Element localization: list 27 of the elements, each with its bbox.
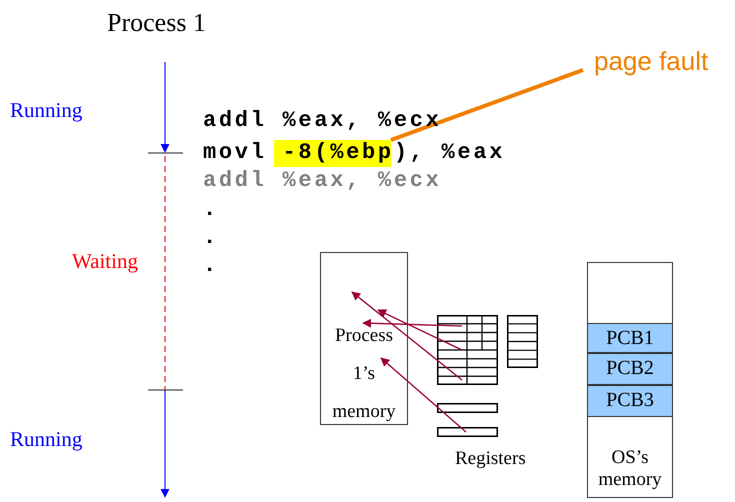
arrow [380, 357, 466, 432]
pcb-box: PCB1 [587, 323, 673, 353]
arrow [377, 309, 462, 351]
code-line: addl %eax, %ecx [203, 108, 442, 134]
memory-label: OS’s memory [597, 447, 663, 491]
memory-box [320, 252, 408, 425]
state-label: Running [10, 98, 82, 123]
register-bar [437, 427, 498, 437]
leader-line [390, 68, 584, 142]
state-label: Running [10, 427, 82, 452]
ellipsis-dot: . [203, 197, 219, 223]
ellipsis-dot: . [203, 225, 219, 251]
register-grid [437, 315, 498, 385]
pcb-box: PCB2 [587, 353, 673, 385]
register-bar [437, 403, 498, 413]
ellipsis-dot: . [203, 253, 219, 279]
code-line: addl %eax, %ecx [203, 168, 442, 194]
caption: Registers [455, 448, 526, 470]
arrow [351, 291, 462, 380]
state-label: Waiting [72, 249, 138, 274]
title: Process 1 [107, 8, 206, 38]
memory-box [587, 262, 673, 498]
callout-text: page fault [594, 46, 735, 80]
register-grid [507, 315, 538, 368]
pcb-box: PCB3 [587, 385, 673, 417]
memory-label: Process 1’s memory [331, 324, 397, 424]
arrow [362, 318, 462, 328]
